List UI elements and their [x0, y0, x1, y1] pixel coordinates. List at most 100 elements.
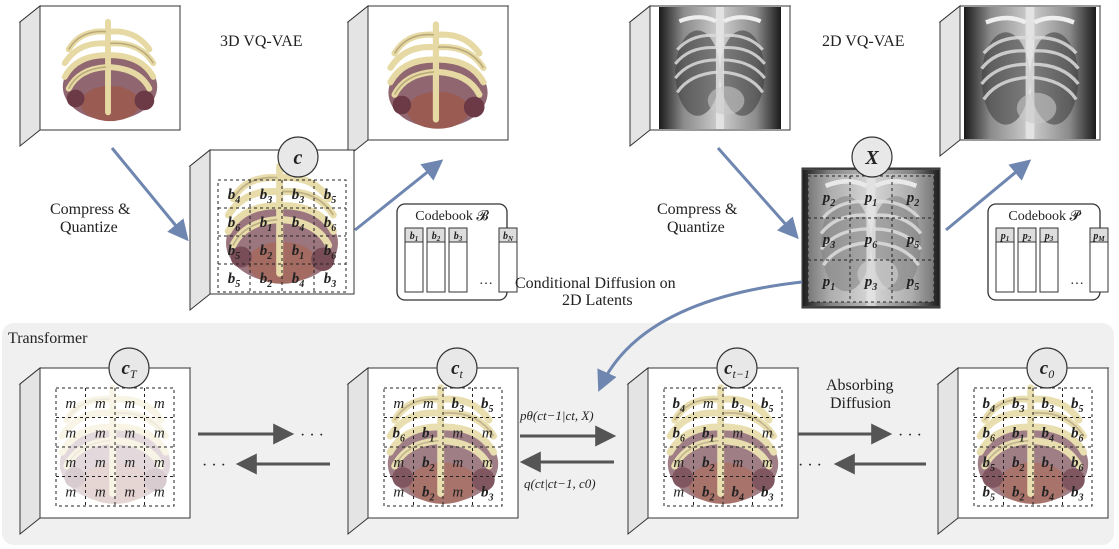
ellipsis-3: · · ·: [898, 427, 922, 444]
latent3d-token-r0c2: b3: [292, 187, 305, 206]
absorbing-label-line1: Absorbing: [826, 377, 894, 394]
cube1-token-r2c1: b2: [422, 455, 435, 474]
codebook-b-entry-label: b3: [454, 231, 463, 243]
codebook-p-entry-label: p3: [1044, 231, 1054, 243]
codebook-b-title: Codebook 𝓑: [415, 209, 489, 224]
latent-symbol-c: c: [294, 147, 303, 169]
cube3-token-r2c3: b6: [1071, 455, 1084, 474]
cube1-token-r1c3: m: [482, 425, 493, 441]
latent3d-token-r3c1: b2: [260, 271, 273, 290]
cube0-token-r0c3: m: [154, 396, 165, 412]
cube-symbol: c0: [1040, 358, 1054, 381]
cube3-token-r1c2: b4: [1042, 425, 1055, 444]
cube3-token-r2c2: b1: [1042, 455, 1055, 474]
cube2-token-r2c2: m: [732, 455, 743, 471]
cube2-token-r1c2: m: [732, 425, 743, 441]
cube3-token-r1c3: b6: [1071, 425, 1084, 444]
cube2-token-r3c3: b3: [761, 484, 774, 503]
codebook-b-ellipsis: …: [479, 273, 493, 288]
latent-symbol-x-badge: [851, 136, 893, 178]
ellipsis-2: · · ·: [202, 457, 226, 474]
cube3-token-r3c2: b4: [1042, 484, 1055, 503]
cube0-token-r1c0: m: [65, 425, 76, 441]
latent-symbol-x: X: [864, 147, 879, 169]
conditional-label-line2: 2D Latents: [562, 292, 633, 309]
cube2-token-r1c3: m: [762, 425, 773, 441]
decode-arrow-2d: [945, 159, 1032, 232]
cube0-token-r1c2: m: [124, 425, 135, 441]
cube1-token-r1c0: b6: [393, 425, 406, 444]
cube-symbol-badge: [1026, 347, 1068, 389]
codebook-p-ellipsis: …: [1070, 273, 1084, 288]
cube-symbol: cT: [121, 358, 137, 381]
cube3-token-r0c0: b4: [983, 396, 996, 415]
compress-arrow-2d: [716, 147, 799, 240]
cube2-token-r2c0: m: [673, 455, 684, 471]
decode-arrow-3d: [354, 159, 444, 232]
cube0-token-r1c3: m: [154, 425, 165, 441]
latent3d-token-r3c3: b3: [324, 271, 337, 290]
codebook-p-entry-label: p2: [1022, 231, 1032, 243]
ellipsis-4: · · ·: [798, 457, 822, 474]
vqvae3d-title: 3D VQ-VAE: [220, 33, 303, 50]
cube1-token-r0c0: m: [393, 396, 404, 412]
cube2-token-r0c2: b3: [732, 396, 745, 415]
cube0-token-r2c0: m: [65, 455, 76, 471]
latent-symbol-c-badge: [277, 136, 319, 178]
codebook-b-entry-label: bN: [503, 231, 514, 243]
compress-arrow-3d: [110, 147, 189, 242]
latent3d-token-r2c3: b6: [324, 243, 337, 262]
latent3d-token-r2c0: b5: [228, 243, 241, 262]
latent3d-token-r1c1: b1: [260, 215, 273, 234]
latent3d-token-r0c0: b4: [228, 187, 241, 206]
latent2d-token-r2c1: p3: [863, 274, 878, 293]
forward-diffusion-label: q(ct|ct−1, c0): [524, 476, 596, 491]
cube-symbol-badge: [716, 347, 758, 389]
cube3-token-r3c3: b3: [1071, 484, 1084, 503]
cube2-token-r3c0: m: [673, 484, 684, 500]
cube3-token-r1c0: b6: [983, 425, 996, 444]
compress-label-3d-line2: Quantize: [60, 219, 118, 236]
cube3-token-r3c0: b5: [983, 484, 996, 503]
cube0-token-r2c2: m: [124, 455, 135, 471]
chest-xray-icon: [964, 7, 1096, 139]
cube0-token-r3c3: m: [154, 484, 165, 500]
cube3-token-r2c1: b2: [1012, 455, 1025, 474]
cube0-token-r0c1: m: [95, 396, 106, 412]
latent3d-token-r0c3: b5: [324, 187, 337, 206]
latent3d-token-r1c2: b4: [292, 215, 305, 234]
compress-label-2d-line1: Compress &: [657, 201, 738, 218]
cube3-token-r0c2: b3: [1042, 396, 1055, 415]
cube-symbol-badge: [108, 347, 150, 389]
cube0-token-r0c0: m: [65, 396, 76, 412]
cube0-token-r2c3: m: [154, 455, 165, 471]
cube3-token-r0c1: b3: [1012, 396, 1025, 415]
latent2d-token-r0c1: p1: [863, 190, 878, 209]
cube0-token-r1c1: m: [95, 425, 106, 441]
cube1-token-r3c2: m: [452, 484, 463, 500]
reverse-diffusion-label: pθ(ct−1|ct, X): [519, 408, 594, 423]
latent2d-token-r0c0: p2: [821, 190, 836, 209]
conditioning-arrow: [597, 280, 803, 392]
cube2-token-r3c2: b4: [732, 484, 745, 503]
cube1-token-r1c2: m: [452, 425, 463, 441]
latent3d-token-r1c0: b6: [228, 215, 241, 234]
latent3d-token-r3c0: b5: [228, 271, 241, 290]
cube2-token-r2c3: m: [762, 455, 773, 471]
codebook-b-entry-label: b1: [410, 231, 419, 243]
cube2-token-r3c1: b2: [702, 484, 715, 503]
cube0-token-r3c2: m: [124, 484, 135, 500]
cube3-token-r2c0: b5: [983, 455, 996, 474]
cube1-token-r3c3: b3: [481, 484, 494, 503]
cube0-token-r3c1: m: [95, 484, 106, 500]
codebook-b-entry-label: b2: [432, 231, 441, 243]
cube-symbol: ct: [451, 358, 463, 381]
input-xray: [628, 4, 792, 148]
latent3d-token-r0c1: b3: [260, 187, 273, 206]
compress-label-2d-line2: Quantize: [667, 219, 725, 236]
vqvae2d-title: 2D VQ-VAE: [822, 33, 905, 50]
